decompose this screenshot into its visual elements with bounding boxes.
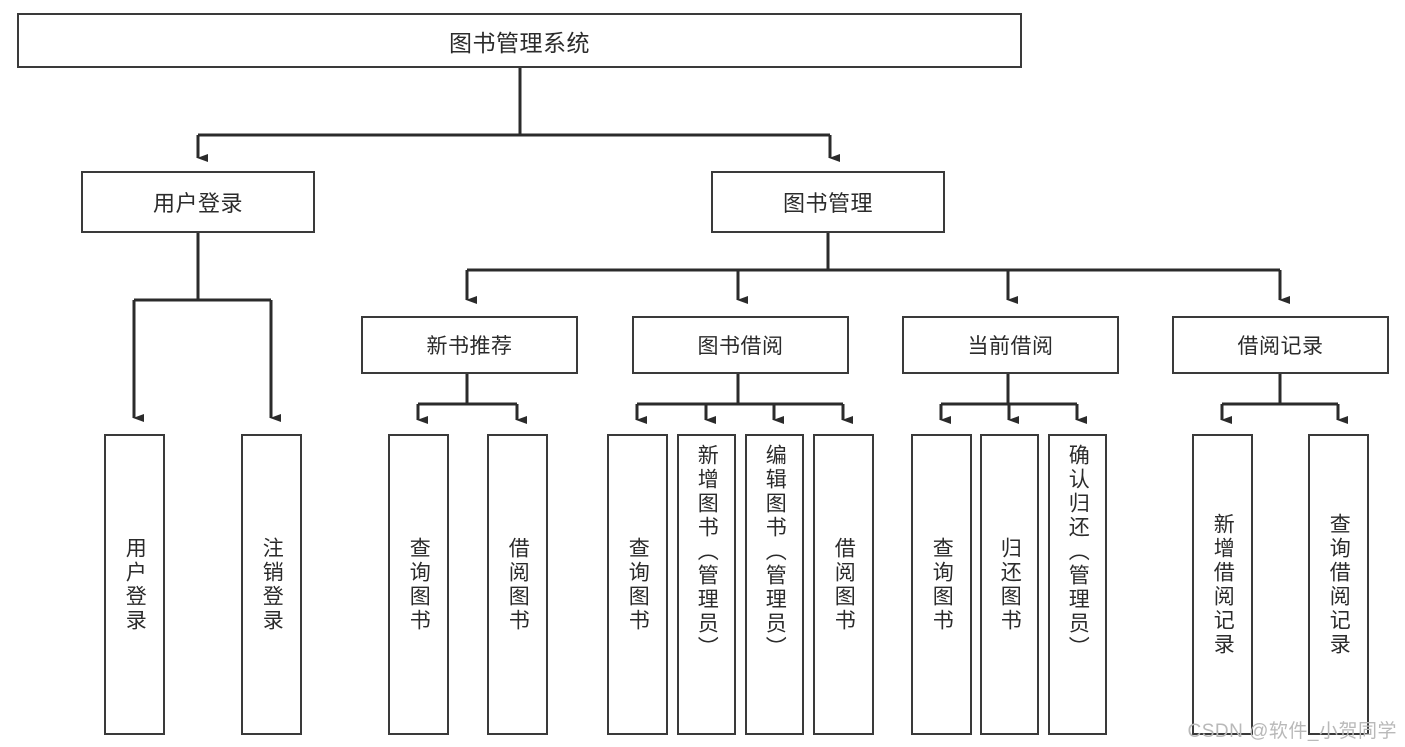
node-borrow-record-label: 借阅记录 (1237, 335, 1324, 358)
node-leaf-query-borrow-record[interactable]: 查询借阅记录 (1308, 434, 1369, 735)
node-leaf-borrow-book[interactable]: 借阅图书 (813, 434, 874, 735)
node-leaf-query-book-current[interactable]: 查询图书 (911, 434, 972, 735)
node-leaf-confirm-return-admin[interactable]: 确认归还（管理员） (1048, 434, 1107, 735)
node-current-borrow[interactable]: 当前借阅 (902, 316, 1119, 374)
node-leaf-borrow-book-recommend-label: 借阅图书 (506, 536, 530, 633)
node-leaf-borrow-book-recommend[interactable]: 借阅图书 (487, 434, 548, 735)
node-leaf-logout[interactable]: 注销登录 (241, 434, 302, 735)
node-leaf-return-book[interactable]: 归还图书 (980, 434, 1039, 735)
node-leaf-query-book-recommend[interactable]: 查询图书 (388, 434, 449, 735)
node-root-book-management-system[interactable]: 图书管理系统 (17, 13, 1022, 68)
node-leaf-user-login[interactable]: 用户登录 (104, 434, 165, 735)
node-leaf-user-login-label: 用户登录 (123, 536, 147, 633)
node-leaf-confirm-return-admin-label: 确认归还（管理员） (1066, 444, 1090, 660)
node-leaf-add-borrow-record-label: 新增借阅记录 (1211, 512, 1235, 657)
node-root-label: 图书管理系统 (449, 29, 590, 56)
node-leaf-edit-book-admin-label: 编辑图书（管理员） (763, 444, 787, 660)
node-leaf-return-book-label: 归还图书 (998, 536, 1022, 633)
node-user-login-label: 用户登录 (152, 191, 243, 216)
node-book-management[interactable]: 图书管理 (711, 171, 945, 233)
watermark-csdn: CSDN @软件_小贺同学 (1187, 721, 1397, 742)
node-new-book-recommend-label: 新书推荐 (426, 335, 513, 358)
node-leaf-query-borrow-record-label: 查询借阅记录 (1327, 512, 1351, 657)
node-leaf-add-book-admin[interactable]: 新增图书（管理员） (677, 434, 736, 735)
node-leaf-borrow-book-label: 借阅图书 (832, 536, 856, 633)
node-leaf-query-book-current-label: 查询图书 (930, 536, 954, 633)
node-user-login[interactable]: 用户登录 (81, 171, 315, 233)
node-leaf-edit-book-admin[interactable]: 编辑图书（管理员） (745, 434, 804, 735)
node-new-book-recommend[interactable]: 新书推荐 (361, 316, 578, 374)
node-borrow-record[interactable]: 借阅记录 (1172, 316, 1389, 374)
node-current-borrow-label: 当前借阅 (967, 335, 1054, 358)
node-leaf-logout-label: 注销登录 (260, 536, 284, 633)
node-book-management-label: 图书管理 (782, 191, 873, 216)
node-leaf-add-borrow-record[interactable]: 新增借阅记录 (1192, 434, 1253, 735)
node-book-borrow-label: 图书借阅 (697, 335, 784, 358)
node-leaf-query-book-borrow-label: 查询图书 (626, 536, 650, 633)
node-leaf-query-book-borrow[interactable]: 查询图书 (607, 434, 668, 735)
node-leaf-add-book-admin-label: 新增图书（管理员） (695, 444, 719, 660)
node-leaf-query-book-recommend-label: 查询图书 (407, 536, 431, 633)
node-book-borrow[interactable]: 图书借阅 (632, 316, 849, 374)
